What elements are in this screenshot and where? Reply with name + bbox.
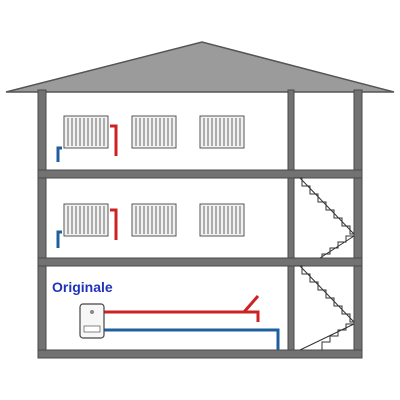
house-structure [37,89,363,359]
radiator-icon [199,203,245,237]
radiator-icon [63,203,109,237]
middle-return-pipe [56,230,62,248]
radiator-icon [63,115,109,149]
radiator-icon [131,115,177,149]
right-wall [353,89,363,359]
boiler-icon [79,303,105,339]
ground-slab [37,349,363,359]
middle-floor-slab [37,257,363,267]
upper-floor-pipes [56,124,118,162]
radiator-icon [199,115,245,149]
left-wall [37,89,47,359]
upper-floor-slab [37,169,363,179]
radiator-icon [131,203,177,237]
upper-supply-pipe [110,124,118,156]
staircase-icon [294,177,355,351]
middle-floor-pipes [56,208,118,248]
stair-wall [287,89,295,359]
upper-return-pipe [56,146,62,162]
boiler-supply-pipe [104,310,260,322]
middle-supply-pipe [110,208,118,240]
boiler-return-pipe [104,328,280,350]
roof [5,41,395,93]
heating-system-label: Originale [52,279,113,295]
